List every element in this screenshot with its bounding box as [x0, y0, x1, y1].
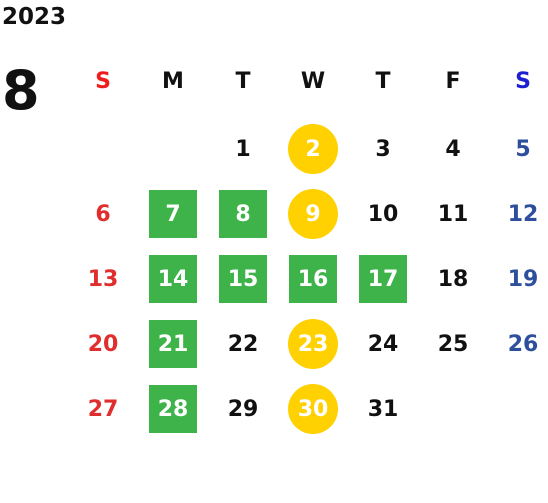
calendar-day-slot: 6 — [68, 183, 138, 248]
calendar-day: 12 — [507, 201, 539, 227]
calendar-day: 17 — [359, 255, 407, 303]
calendar-day: 18 — [437, 266, 469, 292]
calendar-day-slot: 27 — [68, 378, 138, 443]
calendar-day: 23 — [288, 319, 338, 369]
calendar-day: 5 — [515, 136, 531, 162]
weekday-tuesday: T — [235, 69, 251, 94]
calendar-day: 25 — [437, 331, 469, 357]
calendar-day: 22 — [227, 331, 259, 357]
calendar-day: 20 — [87, 331, 119, 357]
month-label: 8 — [2, 59, 40, 122]
calendar-day-slot: 15 — [208, 248, 278, 313]
calendar-day-slot: 22 — [208, 313, 278, 378]
weekday-friday: F — [445, 69, 461, 94]
calendar-day-slot: 25 — [418, 313, 488, 378]
calendar-day: 7 — [149, 190, 197, 238]
weekday-wednesday: W — [300, 69, 326, 94]
calendar-day: 28 — [149, 385, 197, 433]
calendar-day-slot: 26 — [488, 313, 548, 378]
calendar-day: 13 — [87, 266, 119, 292]
calendar-day-slot: 7 — [138, 183, 208, 248]
calendar-day: 26 — [507, 331, 539, 357]
year-label: 2023 — [2, 4, 67, 30]
calendar-day-slot: 17 — [348, 248, 418, 313]
calendar-day: 31 — [367, 396, 399, 422]
calendar-day-slot: 8 — [208, 183, 278, 248]
calendar-day-slot: 30 — [278, 378, 348, 443]
calendar-day-slot: 28 — [138, 378, 208, 443]
calendar-day: 4 — [445, 136, 461, 162]
calendar-day-slot: 21 — [138, 313, 208, 378]
calendar-day: 30 — [288, 384, 338, 434]
calendar-day: 19 — [507, 266, 539, 292]
calendar-day: 27 — [87, 396, 119, 422]
calendar-day-slot: 31 — [348, 378, 418, 443]
calendar-day-slot: 23 — [278, 313, 348, 378]
calendar-day-slot: 3 — [348, 118, 418, 183]
calendar-day: 24 — [367, 331, 399, 357]
calendar-day-slot: 18 — [418, 248, 488, 313]
calendar-day-slot: 10 — [348, 183, 418, 248]
calendar-day: 8 — [219, 190, 267, 238]
calendar-day-slot: 24 — [348, 313, 418, 378]
calendar-day: 16 — [289, 255, 337, 303]
calendar-day-slot: 13 — [68, 248, 138, 313]
weekday-thursday: T — [375, 69, 391, 94]
weekday-monday: M — [162, 69, 184, 94]
calendar-day-slot: 29 — [208, 378, 278, 443]
calendar-day: 10 — [367, 201, 399, 227]
calendar-day-slot: 14 — [138, 248, 208, 313]
calendar-day-slot: 1 — [208, 118, 278, 183]
calendar-day: 15 — [219, 255, 267, 303]
calendar-day: 21 — [149, 320, 197, 368]
calendar-day: 1 — [235, 136, 251, 162]
calendar-day: 2 — [288, 124, 338, 174]
calendar-day-slot: 20 — [68, 313, 138, 378]
calendar-day: 9 — [288, 189, 338, 239]
calendar-day-slot: 11 — [418, 183, 488, 248]
calendar-day: 11 — [437, 201, 469, 227]
calendar-day-slot: 2 — [278, 118, 348, 183]
calendar-day: 3 — [375, 136, 391, 162]
calendar-day: 29 — [227, 396, 259, 422]
calendar-day-slot: 4 — [418, 118, 488, 183]
calendar-day-slot: 19 — [488, 248, 548, 313]
weekday-header: S M T W T F S — [68, 62, 548, 102]
calendar-day-slot: 5 — [488, 118, 548, 183]
calendar-day-slot: 12 — [488, 183, 548, 248]
weekday-saturday: S — [515, 69, 531, 94]
weekday-sunday: S — [95, 69, 111, 94]
calendar-day-slot: 9 — [278, 183, 348, 248]
calendar-day: 14 — [149, 255, 197, 303]
calendar-day: 6 — [95, 201, 111, 227]
calendar-day-slot: 16 — [278, 248, 348, 313]
